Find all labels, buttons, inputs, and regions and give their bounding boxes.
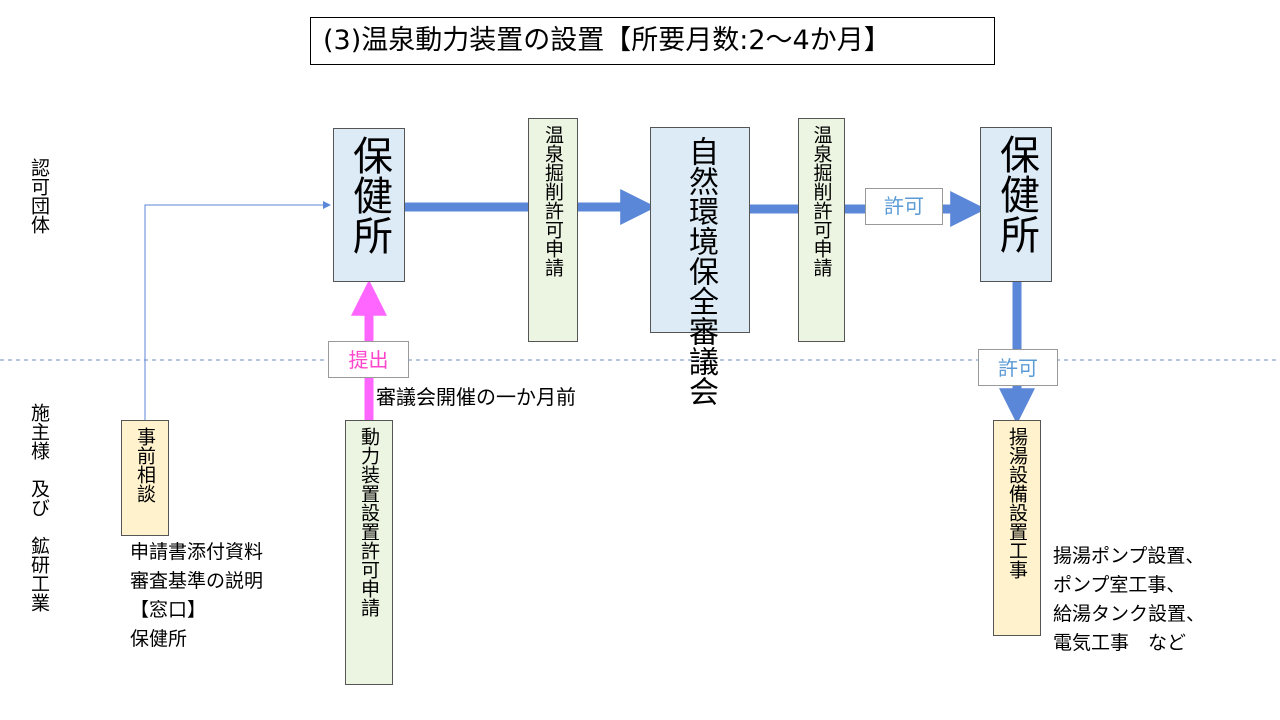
consult-note-line: 申請書添付資料 (130, 541, 264, 563)
work-note-line: 給湯タンク設置、 (1053, 603, 1206, 625)
consult-note-line: 審査基準の説明 (130, 570, 264, 592)
council-timing-note: 審議会開催の一か月前 (376, 385, 576, 409)
work-note-line: 電気工事 など (1053, 632, 1187, 654)
work-notes: 揚湯ポンプ設置、 ポンプ室工事、 給湯タンク設置、 電気工事 など (1053, 542, 1205, 658)
permit-label-top: 許可 (865, 188, 943, 225)
row-label-applicant: 施主様 及び 鉱研工業 (28, 403, 50, 612)
node-permit-application-1: 温泉掘削許可申請 (528, 118, 578, 342)
page-title: (3)温泉動力装置の設置【所要月数:2〜4か月】 (310, 17, 995, 65)
node-power-device-application: 動力装置設置許可申請 (345, 420, 393, 685)
work-note-line: ポンプ室工事、 (1053, 574, 1186, 596)
node-hokenjo-right: 保健所 (980, 127, 1052, 282)
node-prior-consultation: 事前相談 (121, 420, 169, 536)
submit-label: 提出 (328, 341, 409, 378)
consult-arrow (144, 201, 331, 420)
work-note-line: 揚湯ポンプ設置、 (1053, 545, 1205, 567)
row-label-authority: 認可団体 (28, 158, 50, 234)
consult-note-line: 【窓口】 (130, 599, 207, 621)
node-pump-installation-work: 揚湯設備設置工事 (993, 420, 1041, 636)
consult-notes: 申請書添付資料 審査基準の説明 【窓口】 保健所 (130, 538, 263, 654)
node-council: 自然環境保全審議会 (650, 127, 750, 406)
node-permit-application-2: 温泉掘削許可申請 (798, 118, 845, 342)
consult-note-line: 保健所 (130, 628, 188, 650)
node-hokenjo-left: 保健所 (333, 128, 405, 282)
permit-label-bottom: 許可 (978, 349, 1058, 386)
